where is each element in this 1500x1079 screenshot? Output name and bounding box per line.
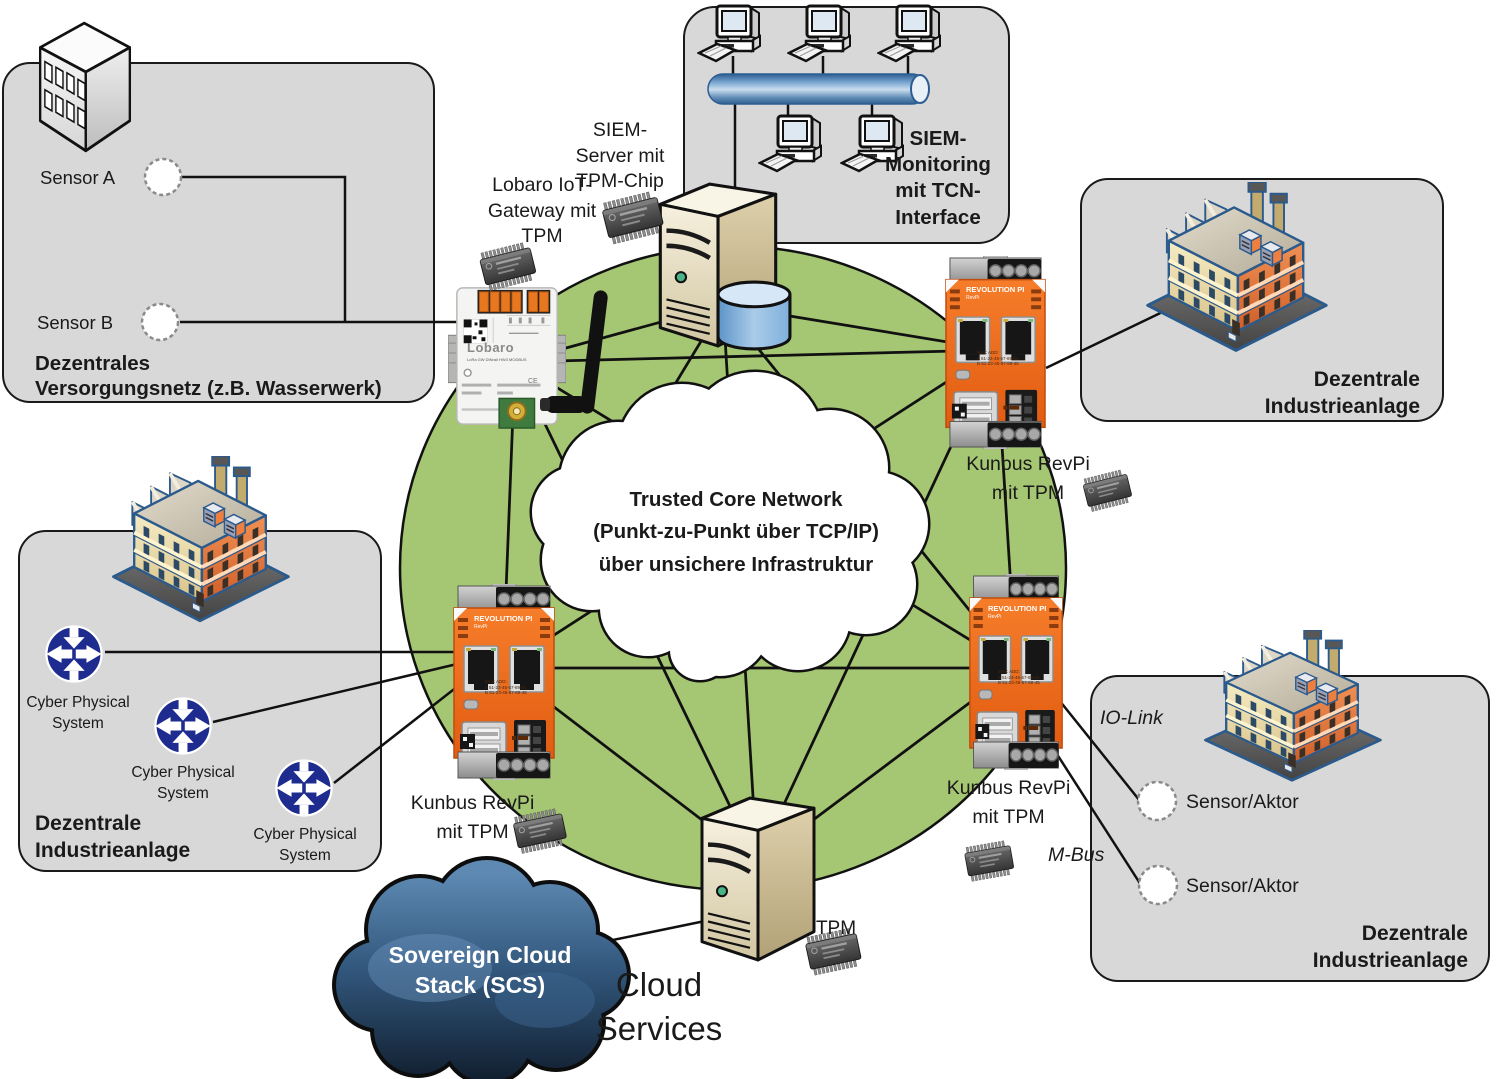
cps-label-1: Cyber Physical System <box>26 694 130 733</box>
computer-icon <box>787 4 852 63</box>
sensor-aktor-label-2: Sensor/Aktor <box>1186 875 1299 897</box>
trusted-core-label: Trusted Core Network (Punkt-zu-Punkt übe… <box>593 488 879 576</box>
lobaro-brand: Lobaro <box>467 340 515 355</box>
cps-label-3: Cyber Physical System <box>253 826 357 865</box>
antenna-icon <box>540 290 608 414</box>
scs-cloud-label: Sovereign Cloud Stack (SCS) <box>388 942 572 998</box>
sensor-circle-icon <box>140 302 180 342</box>
connector-lines <box>105 175 1178 943</box>
siem-box-label: SIEM- Monitoring mit TCN- Interface <box>885 127 991 229</box>
lobaro-ce-mark: CE <box>528 378 538 385</box>
computer-icon <box>877 4 942 63</box>
database-icon <box>716 280 792 351</box>
factory-icon <box>111 456 291 623</box>
revpi-model-1: RevPi <box>966 295 980 301</box>
revpi-mac-1: MAC ADD: A 51-23-45-67-89-01 B 51-23-45-… <box>977 350 1019 367</box>
industrieanlage-left-title: Dezentrale Industrieanlage <box>35 812 191 863</box>
lobaro-device-line: LoRa GW DINrail HW3 MODBUS <box>467 357 527 362</box>
cps-label-2: Cyber Physical System <box>131 764 235 803</box>
revpi-model-3: RevPi <box>988 614 1002 620</box>
sensor-b-label: Sensor B <box>37 312 114 333</box>
revpi-mac-3: MAC ADD: A 51-23-45-67-89-01 B 51-23-45-… <box>998 669 1040 686</box>
factory-icon <box>1203 630 1383 783</box>
sensor-a-label: Sensor A <box>40 167 116 188</box>
m-bus-label: M-Bus <box>1048 844 1105 866</box>
revpi-model-2: RevPi <box>474 624 488 630</box>
cps-router-icon <box>45 625 103 683</box>
cps-router-icon <box>275 759 333 817</box>
sensor-aktor-label-1: Sensor/Aktor <box>1186 791 1299 813</box>
kunbus-top-label: Kunbus RevPi mit TPM <box>966 453 1090 505</box>
siem-cluster <box>697 4 942 188</box>
sensor-circle-icon <box>1136 780 1178 822</box>
kunbus-left-label: Kunbus RevPi mit TPM <box>410 792 535 844</box>
server-icon <box>702 798 814 960</box>
sensor-circle-icon <box>1137 864 1179 906</box>
bus-pipe-icon <box>707 73 928 105</box>
industrieanlage-bottom-title: Dezentrale Industrieanlage <box>1312 922 1468 973</box>
factory-icon <box>1145 182 1329 353</box>
sensor-circle-icon <box>143 157 183 197</box>
trusted-core-cloud <box>529 369 931 683</box>
revpi-mac-2: MAC ADD: A 51-23-45-67-89-01 B 51-23-45-… <box>485 679 527 696</box>
sensor-circles <box>140 157 1179 906</box>
computer-icon <box>697 4 762 63</box>
computer-icon <box>758 114 823 173</box>
siem-server-label: SIEM- Server mit TPM-Chip <box>575 119 665 193</box>
tpm-label: TPM <box>815 918 857 939</box>
kunbus-bottom-label: Kunbus RevPi mit TPM <box>946 777 1071 829</box>
industrieanlage-right-title: Dezentrale Industrieanlage <box>1264 368 1420 419</box>
tpm-chip-icon <box>963 839 1016 883</box>
lobaro-label: Lobaro IoT- Gateway mit TPM <box>487 174 597 248</box>
building-icon <box>38 21 132 153</box>
versorgungsnetz-title: Dezentrales Versorgungsnetz (z.B. Wasser… <box>35 352 382 400</box>
revpi-brand-1: REVOLUTION PI <box>966 285 1025 294</box>
io-link-label: IO-Link <box>1100 707 1163 729</box>
revpi-brand-3: REVOLUTION PI <box>988 604 1047 613</box>
scs-cloud-icon <box>332 856 631 1079</box>
revpi-brand-2: REVOLUTION PI <box>474 614 533 623</box>
cps-router-icon <box>154 697 212 755</box>
cloud-services-label: Cloud Services <box>595 966 723 1047</box>
